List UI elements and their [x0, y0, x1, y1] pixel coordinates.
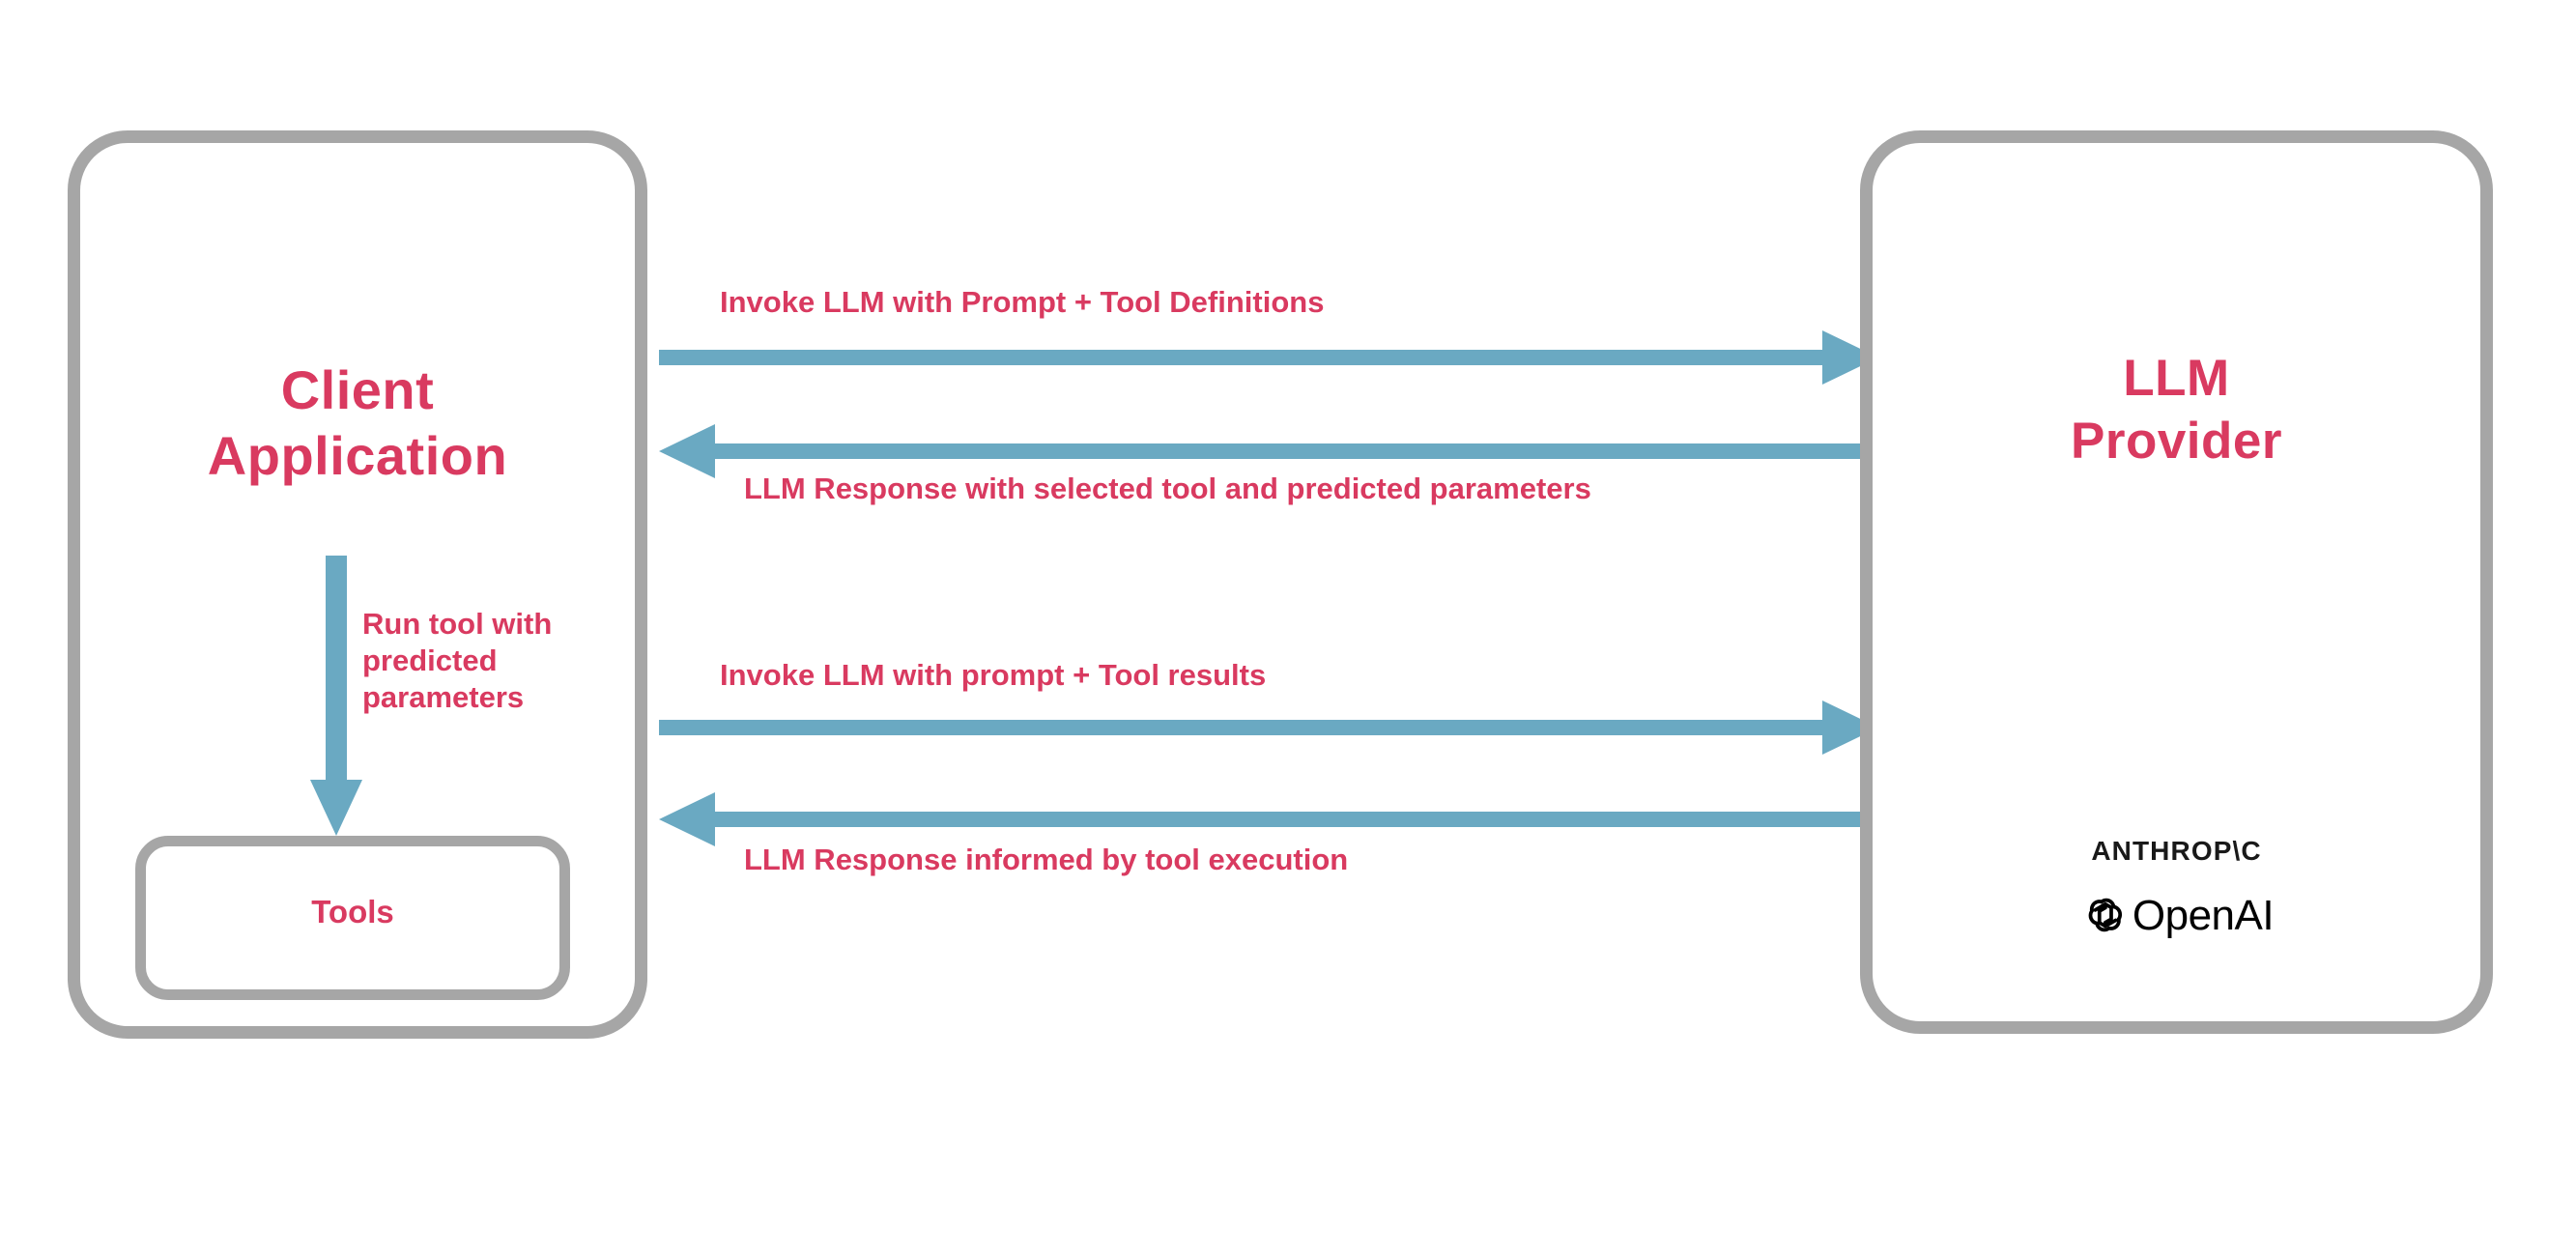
- anthropic-logo: ANTHROP\C: [2091, 836, 2262, 866]
- label-invoke-with-tool-results: Invoke LLM with prompt + Tool results: [720, 658, 1267, 692]
- arrow-response-informed-by-tool: [659, 790, 1878, 848]
- arrow-invoke-with-tool-results: [659, 699, 1878, 757]
- arrow-invoke-with-tool-definitions: [659, 329, 1878, 386]
- llm-provider-box: [1860, 130, 2493, 1034]
- label-invoke-with-tool-definitions: Invoke LLM with Prompt + Tool Definition…: [720, 285, 1325, 319]
- openai-wordmark: OpenAI: [2132, 892, 2275, 939]
- label-response-with-selected-tool: LLM Response with selected tool and pred…: [744, 472, 1591, 505]
- arrow-response-with-selected-tool: [659, 422, 1878, 480]
- run-tool-arrow: [307, 556, 365, 836]
- openai-logo: OpenAI: [1875, 894, 2478, 938]
- label-response-informed-by-tool: LLM Response informed by tool execution: [744, 843, 1349, 876]
- tools-label: Tools: [311, 894, 394, 929]
- client-application-title: Client Application: [207, 359, 508, 487]
- openai-mark-icon: [2079, 894, 2124, 938]
- run-tool-label: Run tool with predicted parameters: [362, 607, 553, 714]
- llm-provider-title: LLM Provider: [2070, 350, 2283, 470]
- tools-box: [135, 836, 570, 1000]
